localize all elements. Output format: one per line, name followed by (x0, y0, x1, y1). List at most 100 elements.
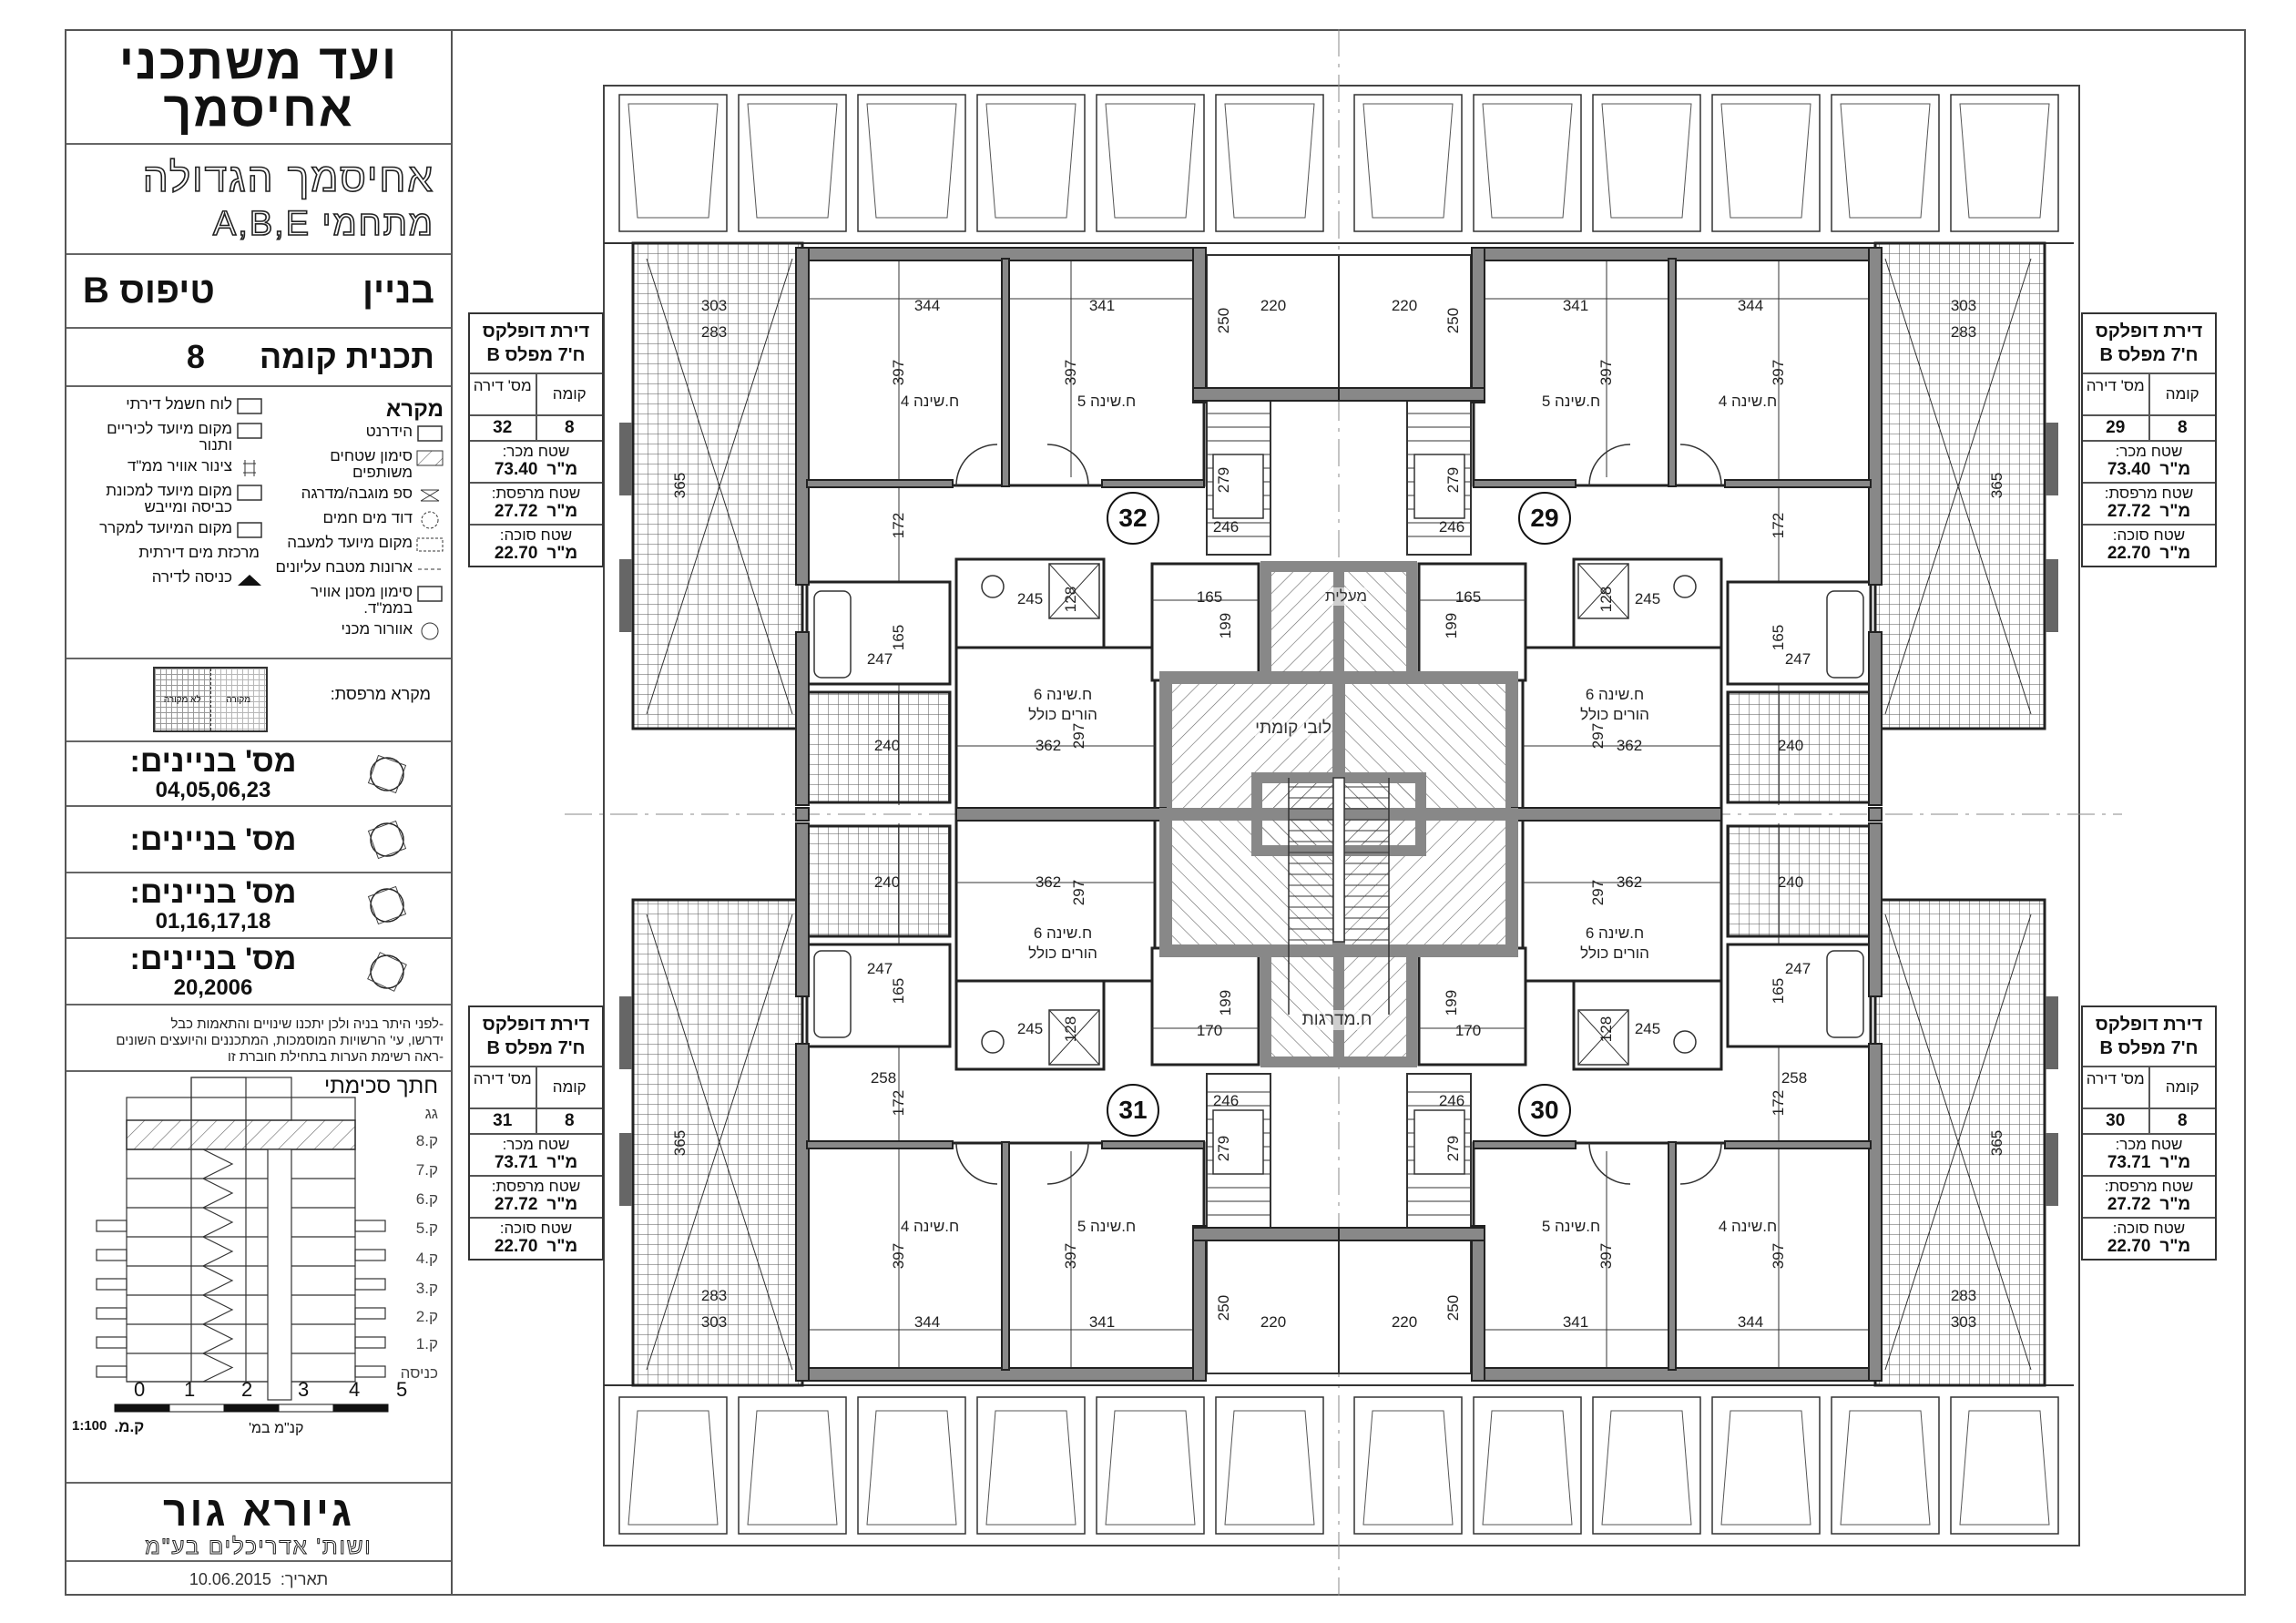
air-filter-icon (417, 586, 443, 602)
legend-item-text: לוח חשמל דירתי (126, 395, 232, 413)
legend-item-text: הידרנט (365, 423, 413, 440)
orientation-north-icon (367, 951, 407, 992)
sukkah-area-value: 22.70 (2107, 1237, 2151, 1256)
dimension-label: 250 (1444, 1294, 1462, 1322)
dimension-label: 246 (1438, 1092, 1465, 1109)
dimension-label: 172 (1770, 1089, 1787, 1117)
floor-header: קומה (2165, 385, 2199, 403)
apartment-type: דירת דופלקס (2095, 322, 2203, 342)
dimension-label: 303 (700, 297, 728, 314)
apt-no-value: 32 (470, 416, 537, 440)
balcony-area-value: 27.72 (2107, 502, 2151, 521)
balcony-stub (96, 1307, 128, 1320)
legend-item-text: מקום מיועד לכיריים ותנור (107, 420, 232, 454)
sukkah-area-label: שטח סוכה: (499, 526, 573, 544)
dimension-label: 303 (1950, 1313, 1977, 1331)
dimension-label: 365 (1988, 472, 2005, 499)
orientation-north-icon (367, 885, 407, 925)
scale-segment (332, 1404, 389, 1413)
raised-threshold-icon (420, 489, 440, 502)
dimension-label: 297 (1589, 879, 1607, 906)
apartment-quadrant-se (1339, 808, 2074, 1534)
sale-area-label: שטח מכר: (2115, 1136, 2183, 1153)
duplex-stair (1206, 399, 1271, 556)
mechanical-ventilation-icon (421, 622, 439, 640)
dimension-label: 341 (1088, 297, 1116, 314)
legend-item-text: צינור אוויר ממ"ד (127, 457, 232, 475)
apt-no-value: 31 (470, 1109, 537, 1133)
balcony-area-unit: מ"ר (2159, 1195, 2191, 1214)
scale-tick-label: 3 (298, 1378, 310, 1401)
balcony-stub (354, 1249, 386, 1261)
dimension-label: 165 (1454, 588, 1482, 606)
legend-title: מקרא (385, 397, 444, 422)
floor-header: קומה (552, 385, 587, 403)
dimension-label: 362 (1035, 737, 1062, 754)
apartment-level: ח'7 מפלס B (486, 1038, 586, 1058)
sukkah-area-value: 22.70 (2107, 544, 2151, 563)
client-name-line2: אחיסמך (163, 82, 354, 137)
planter-box (1096, 94, 1205, 232)
scale-ratio: 1:100 ק.מ. (72, 1418, 144, 1436)
lobby-label: לובי קומתי (1255, 719, 1332, 739)
dimension-label: 362 (1616, 737, 1643, 754)
architect-firm: ושות' אדריכלים בע"מ (145, 1535, 372, 1560)
dimension-label: 397 (1597, 1242, 1615, 1270)
building-numbers-label: מס' בניינים: (129, 875, 297, 910)
balcony-legend-label: מקרא מרפסת: (330, 685, 431, 703)
dimension-label: 246 (1212, 518, 1240, 536)
dimension-label: 297 (1070, 879, 1087, 906)
building-numbers-row: מס' בניינים:01,16,17,18 (66, 873, 451, 939)
sale-area-label: שטח מכר: (2115, 443, 2183, 460)
building-type-row: בניין טיפוס B (66, 255, 451, 329)
dimension-label: 128 (1597, 1016, 1615, 1043)
dimension-label: 240 (1777, 873, 1804, 891)
section-level-label: גג (424, 1105, 438, 1122)
legend-item: הידרנט (266, 424, 444, 444)
room-label: ח.שינה 6 (1033, 686, 1093, 703)
sale-area-unit: מ"ר (546, 1153, 578, 1172)
legend-item: לוח חשמל דירתי (70, 396, 263, 416)
terrace (631, 241, 804, 730)
dimension-label: 240 (873, 873, 901, 891)
scale-tick-label: 1 (184, 1378, 196, 1401)
dimension-label: 344 (1737, 1313, 1764, 1331)
apartment-number-badge: 30 (1518, 1084, 1571, 1137)
client-block: ועד משתכני אחיסמך (66, 31, 451, 145)
dimension-label: 397 (1062, 1242, 1079, 1270)
sale-area-value: 73.71 (494, 1153, 538, 1172)
legend-item: מקום המיועד למקרר (70, 520, 263, 540)
sale-area-value: 73.40 (494, 460, 538, 479)
refrigerator-icon (237, 522, 262, 538)
stair-zigzag (201, 1148, 234, 1383)
roof-structure (190, 1077, 292, 1121)
dimension-label: 365 (671, 472, 689, 499)
dimension-label: 220 (1391, 1313, 1418, 1331)
bathtub-icon (813, 590, 852, 679)
building-numbers-row: מס' בניינים: (66, 807, 451, 873)
section-level-label: ק.5 (415, 1220, 438, 1237)
legend-item: ספ מוגבה/מדרגה (266, 485, 444, 505)
sale-area-label: שטח מכר: (502, 443, 570, 460)
date-value: 10.06.2015 (189, 1570, 271, 1588)
scale-tick-label: 0 (134, 1378, 146, 1401)
dimension-label: 258 (1781, 1069, 1808, 1087)
balcony-area-unit: מ"ר (546, 502, 578, 521)
legend-item-text: סימון מסנן אוויר בממ"ד. (310, 583, 413, 617)
planter-box (618, 94, 728, 232)
building-numbers-row: מס' בניינים:04,05,06,23 (66, 742, 451, 807)
apt-no-value: 30 (2083, 1109, 2150, 1133)
dimension-label: 279 (1215, 1135, 1232, 1162)
building-numbers-label: מס' בניינים: (129, 743, 297, 779)
dimension-label: 344 (913, 297, 941, 314)
legend-item-text: דוד מים חמים (322, 509, 413, 526)
legend-item: מקום מיועד למעבה (266, 535, 444, 555)
sukkah-area-unit: מ"ר (546, 544, 578, 563)
dimension-label: 128 (1597, 586, 1615, 613)
